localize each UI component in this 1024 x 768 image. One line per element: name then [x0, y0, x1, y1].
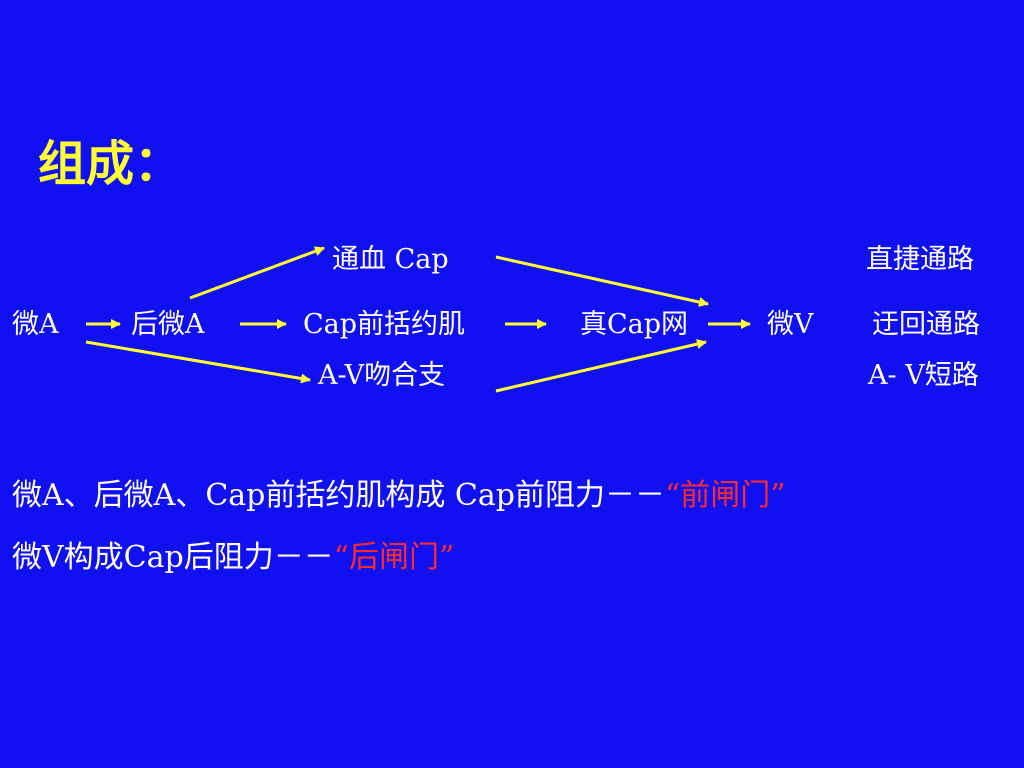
node-micro-venule: 微V [767, 309, 814, 340]
note-postcapillary-resistance: 微V构成Cap后阻力－－“后闸门” [12, 543, 454, 573]
node-av-anastomosis: A-V吻合支 [318, 360, 446, 391]
node-micro-arteriole: 微A [12, 309, 59, 340]
arrow-avAnastomosis-to-microV [495, 339, 707, 393]
arrow-postMicroA-to-thoroughfare [189, 246, 325, 300]
note-precapillary-resistance: 微A、后微A、Cap前括约肌构成 Cap前阻力－－“前闸门” [12, 481, 786, 511]
pathway-av-shunt: A- V短路 [868, 360, 979, 391]
note-line1-text: 微A、后微A、Cap前括约肌构成 Cap前阻力－－ [12, 478, 665, 513]
arrow-thoroughfare-to-microV [495, 255, 709, 307]
node-metarteriole: 后微A [131, 309, 205, 340]
note-line1-highlight: “前闸门” [664, 478, 786, 513]
arrow-microA-to-avAnastomosis [85, 340, 311, 384]
node-true-capillary-network: 真Cap网 [580, 309, 689, 340]
note-line2-text: 微V构成Cap后阻力－－ [12, 540, 334, 575]
pathway-direct: 直捷通路 [866, 244, 974, 275]
node-precapillary-sphincter: Cap前括约肌 [303, 309, 466, 340]
pathway-circuitous: 迂回通路 [872, 309, 980, 340]
note-line2-highlight: “后闸门” [333, 540, 455, 575]
page-title: 组成： [38, 136, 183, 192]
node-thoroughfare-cap: 通血 Cap [332, 244, 449, 275]
